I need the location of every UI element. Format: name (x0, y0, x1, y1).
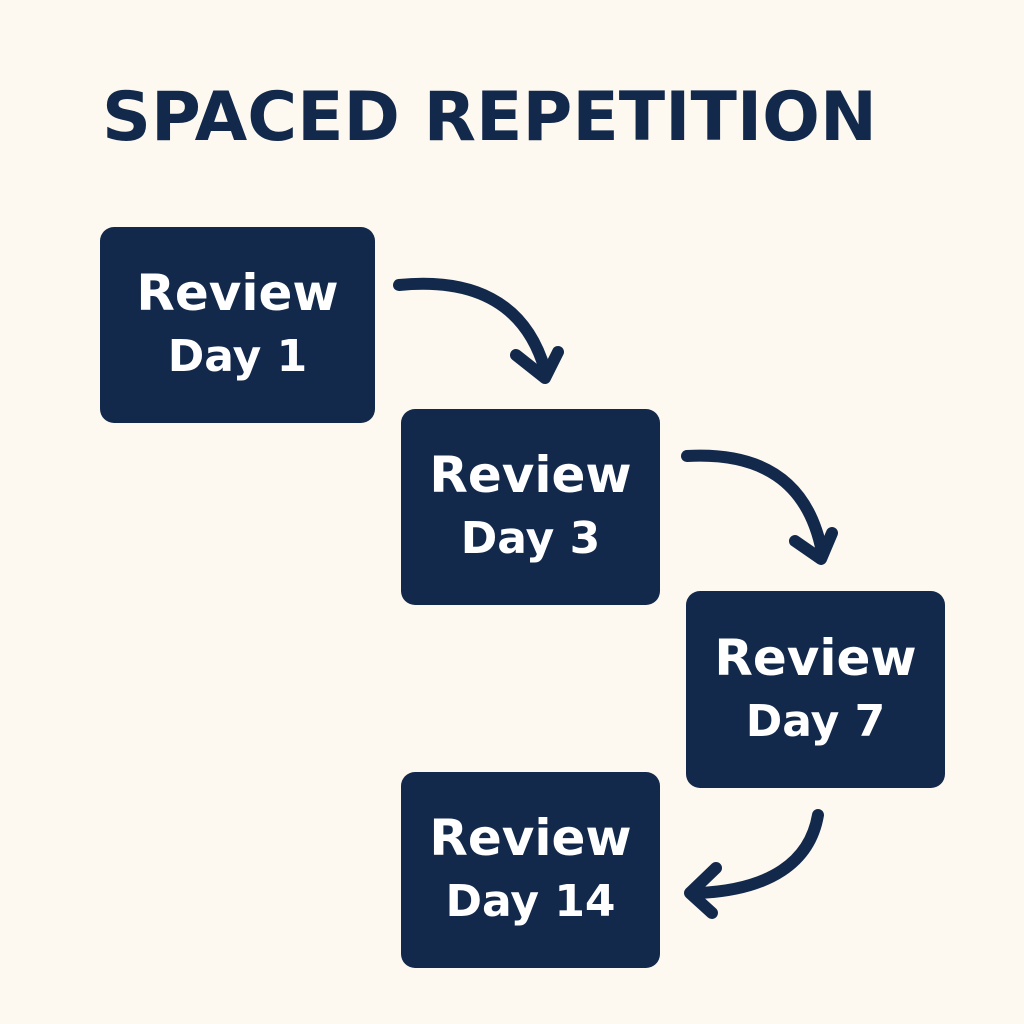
diagram-title: SPACED REPETITION (102, 78, 877, 157)
step-box-day-14: Review Day 14 (401, 772, 660, 968)
step-box-label: Review (429, 809, 632, 867)
arrow-day3-to-day7-icon (681, 449, 838, 565)
step-box-day: Day 1 (167, 331, 308, 382)
step-box-day: Day 14 (445, 876, 616, 927)
step-box-day-1: Review Day 1 (100, 227, 375, 423)
step-box-day: Day 3 (460, 513, 601, 564)
step-box-label: Review (429, 446, 632, 504)
step-box-day-3: Review Day 3 (401, 409, 660, 605)
arrow-day7-to-day14-icon (684, 809, 824, 919)
step-box-day: Day 7 (745, 695, 886, 747)
arrow-day1-to-day3-icon (393, 277, 564, 384)
step-box-day-7: Review Day 7 (686, 591, 945, 788)
step-box-label: Review (136, 264, 339, 322)
step-box-label: Review (714, 628, 917, 687)
